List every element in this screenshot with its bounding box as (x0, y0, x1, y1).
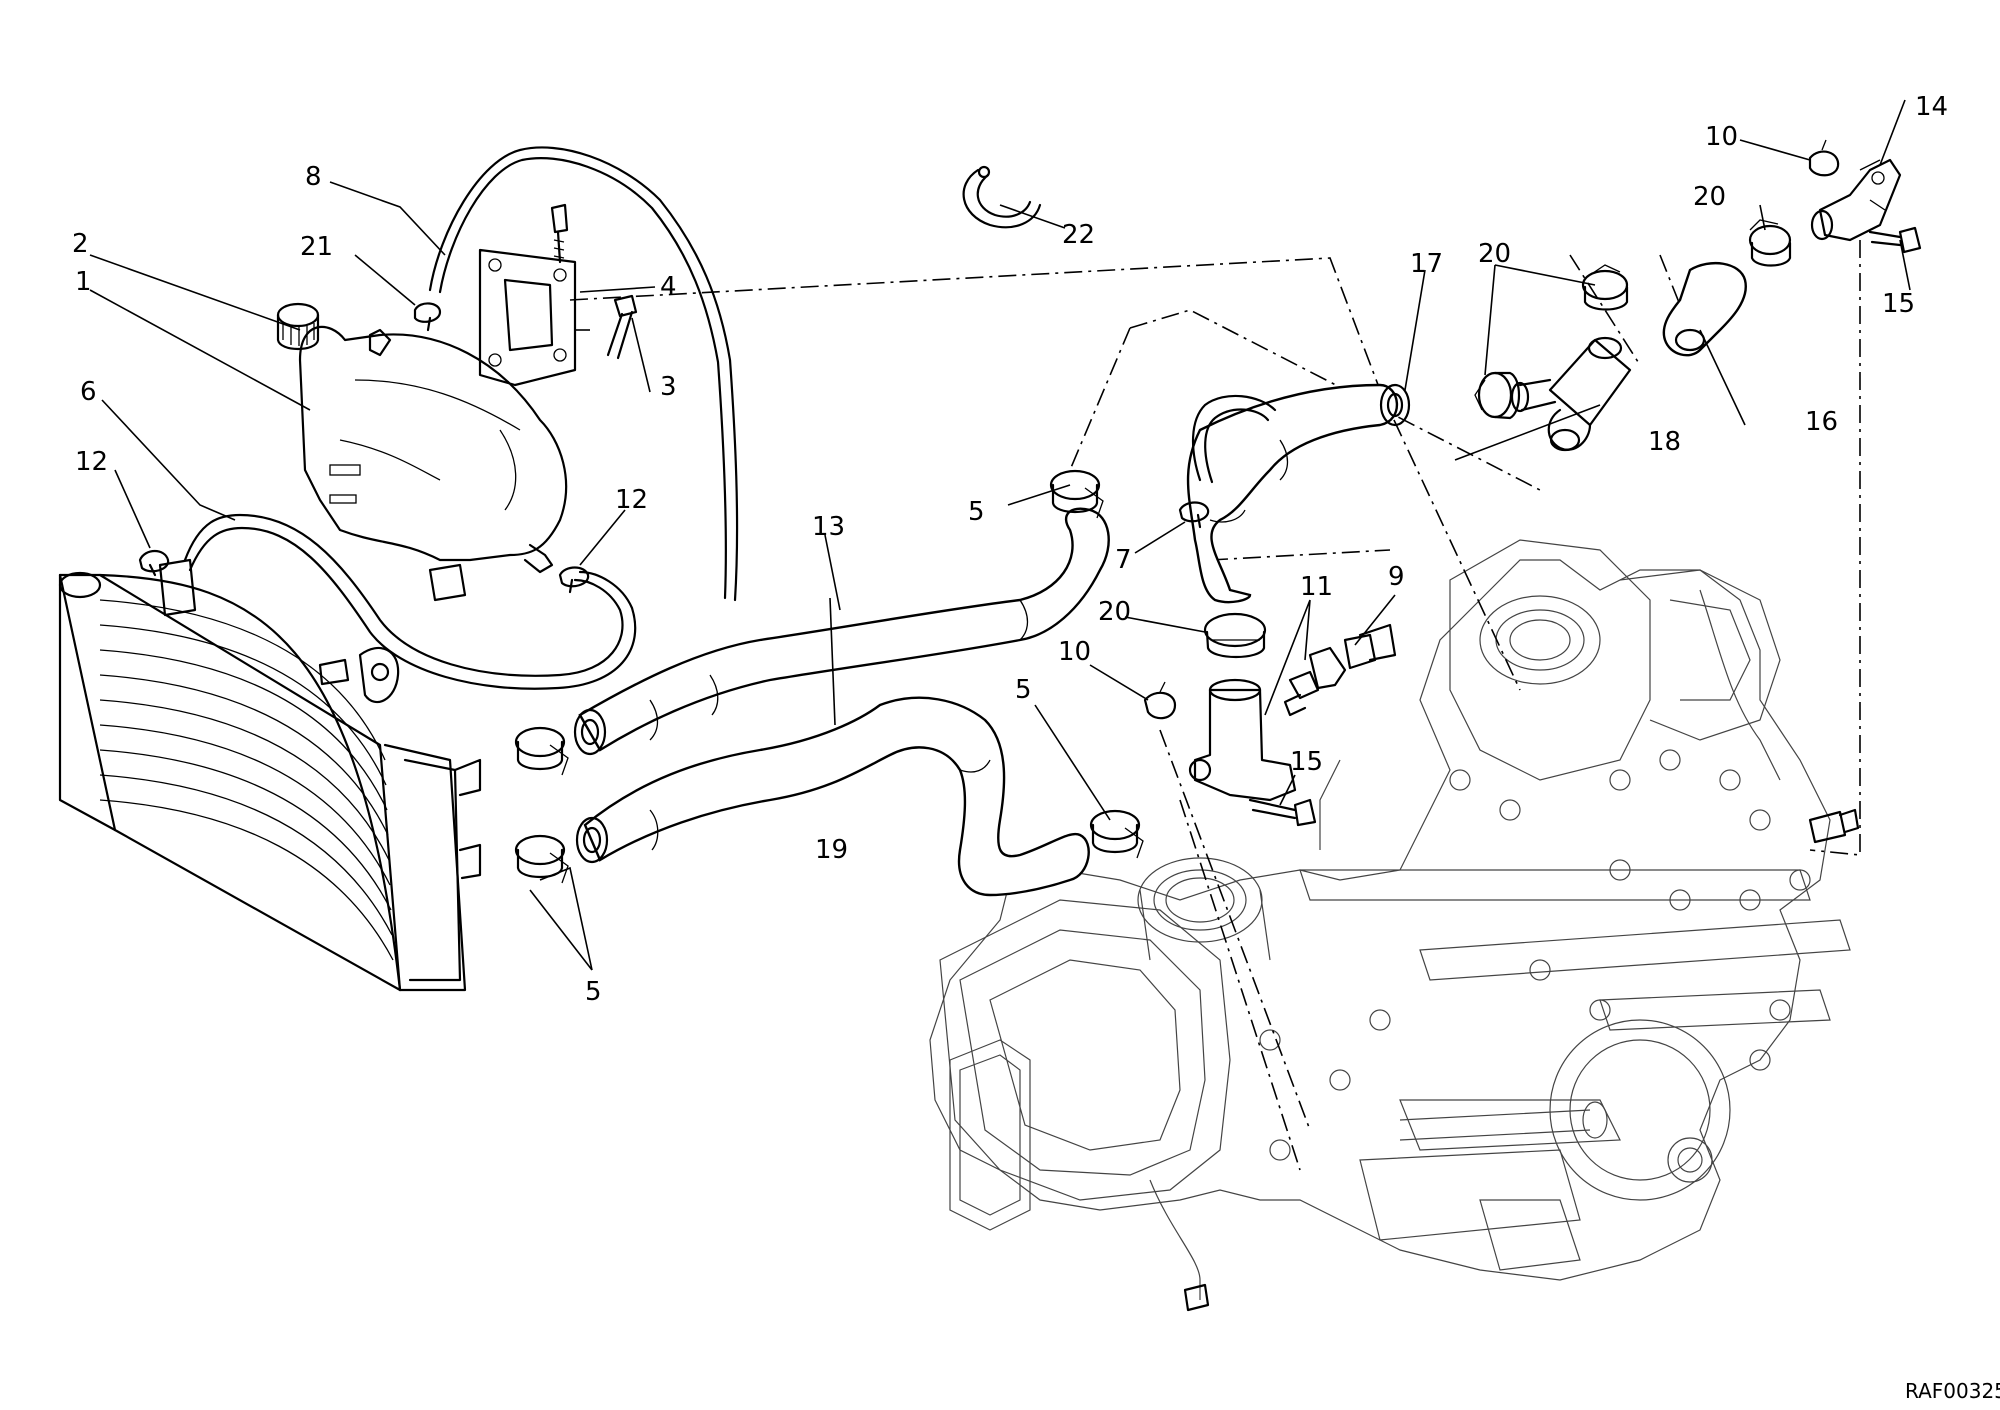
hose-clamp-lower-left (514, 834, 569, 884)
sensor-adapter (1188, 678, 1297, 802)
tank-to-radiator-hose (183, 513, 637, 690)
lower-radiator-hose (575, 696, 1090, 897)
upper-radiator-hose (573, 507, 1110, 756)
leader-lines (89, 99, 1911, 971)
hose-clamp-upper-left (514, 726, 569, 776)
callout-12-left: 12 (75, 447, 108, 477)
spring-clip-middle (1143, 681, 1177, 720)
callout-10-middle: 10 (1058, 637, 1091, 667)
hose-clamp-lower-right (1089, 809, 1144, 859)
callout-14: 14 (1915, 92, 1948, 122)
callout-18: 19 (815, 835, 848, 865)
curved-hose (1186, 383, 1411, 604)
callout-15-middle: 15 (1290, 747, 1323, 777)
hose-clip-tank (558, 566, 590, 594)
bleed-hose (1192, 394, 1277, 484)
callout-2: 2 (72, 229, 89, 259)
callout-22: 22 (1062, 220, 1095, 250)
callout-21: 21 (300, 232, 333, 262)
callout-11: 11 (1300, 572, 1333, 602)
expansion-tank (298, 325, 568, 602)
hose-clip-radiator (138, 549, 170, 577)
temperature-sensor (1308, 623, 1397, 690)
bracket-bolt (550, 203, 569, 264)
radiator (58, 558, 482, 992)
callout-4: 4 (660, 272, 677, 302)
overflow-hose (428, 146, 739, 602)
band-clamp-middle (1203, 612, 1267, 658)
wire-connector-lower (1183, 1283, 1210, 1312)
t-fitting (1510, 336, 1632, 452)
band-clamp-upper (1581, 264, 1629, 311)
callout-16: 16 (1805, 407, 1838, 437)
callout-20-right: 20 (1693, 182, 1726, 212)
callout-9: 9 (1388, 562, 1405, 592)
band-clamp-right (1748, 219, 1792, 267)
hose-clamp-upper-right (1049, 469, 1104, 519)
callout-5-top: 5 (968, 497, 985, 527)
callout-17: 17 (1410, 249, 1443, 279)
callout-20-upper: 20 (1478, 239, 1511, 269)
screw-middle (1248, 798, 1317, 827)
filler-cap (276, 302, 320, 351)
tank-bracket (478, 248, 577, 387)
outlet-fitting (1810, 158, 1902, 242)
screw-top (1868, 226, 1922, 254)
callout-13: 13 (812, 512, 845, 542)
callout-10-top: 10 (1705, 122, 1738, 152)
callout-7: 7 (1115, 545, 1132, 575)
callout-1: 1 (75, 267, 92, 297)
assembly-lines (569, 240, 1861, 1171)
callout-12-right: 12 (615, 485, 648, 515)
callout-20-middle: 20 (1098, 597, 1131, 627)
callout-5-bottom: 5 (585, 977, 602, 1007)
reference-code: RAF00325 (1905, 1379, 2000, 1403)
wire-connector (1808, 808, 1860, 844)
callout-labels: 2 1 8 21 4 3 6 12 12 13 5 5 5 19 7 20 10… (72, 92, 1948, 1007)
callout-19: 18 (1648, 427, 1681, 457)
callout-3: 3 (660, 372, 677, 402)
spring-clip-top (1808, 139, 1840, 177)
tank-clip (413, 302, 442, 332)
sensor-nut (1283, 670, 1320, 717)
callout-15-top: 15 (1882, 289, 1915, 319)
small-clamp (1178, 501, 1210, 529)
bracket-screw (606, 294, 638, 360)
callout-8: 8 (305, 162, 322, 192)
callout-5-mid: 5 (1015, 675, 1032, 705)
circlip (962, 165, 1042, 229)
callout-6: 6 (80, 377, 97, 407)
